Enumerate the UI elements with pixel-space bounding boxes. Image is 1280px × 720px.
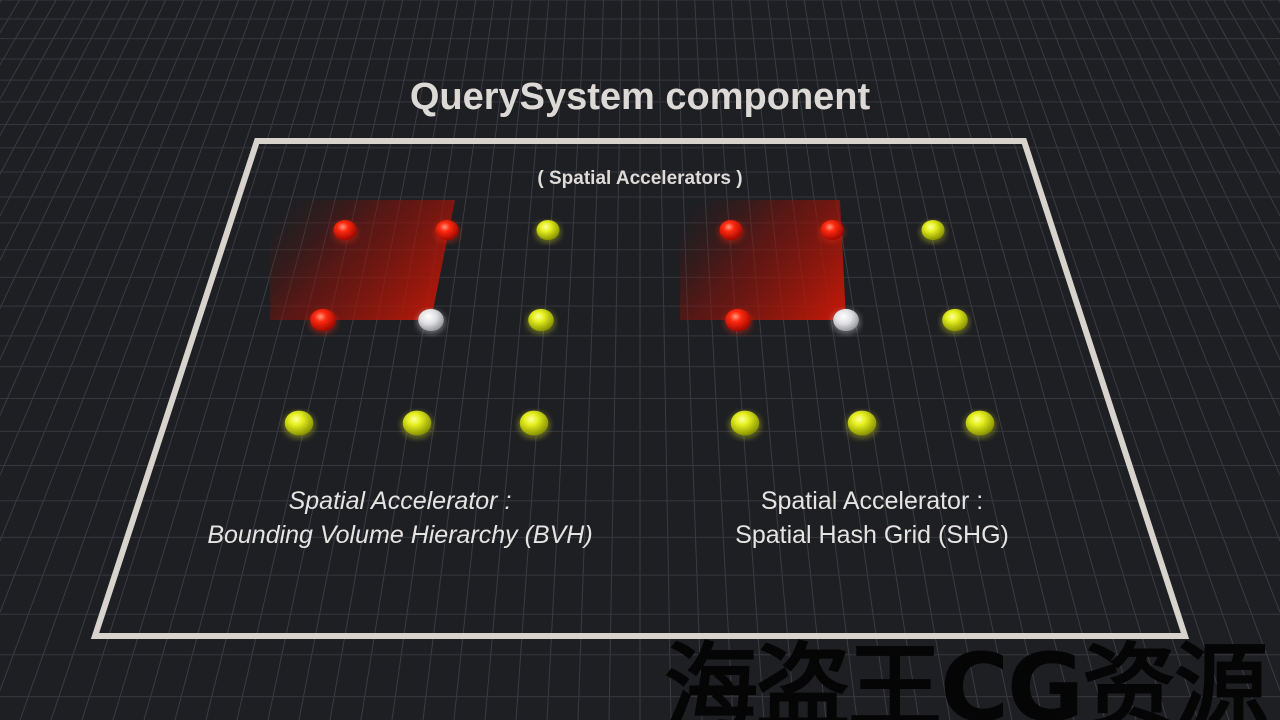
grid-line	[298, 0, 440, 720]
point-sphere-miss	[921, 220, 945, 240]
grid-line	[0, 0, 258, 692]
point-sphere-miss	[284, 410, 314, 436]
point-sphere-miss	[402, 410, 432, 436]
grid-line	[931, 0, 1137, 720]
grid-line	[50, 0, 294, 720]
grid-line	[767, 0, 858, 720]
point-sphere-miss	[536, 220, 560, 240]
point-sphere-hit	[435, 220, 459, 240]
grid-line	[19, 0, 276, 720]
point-sphere-hit	[719, 220, 743, 240]
grid-line	[1022, 0, 1280, 692]
point-sphere-miss	[965, 410, 995, 436]
page-title: QuerySystem component	[409, 76, 871, 118]
grid-line	[174, 0, 367, 720]
grid-line	[748, 0, 827, 720]
grid-line	[391, 0, 495, 720]
grid-line	[0, 0, 221, 543]
grid-line	[577, 0, 605, 720]
grid-line	[81, 0, 313, 720]
grid-line	[657, 0, 672, 720]
bvh-label-line1: Spatial Accelerator :	[288, 487, 512, 515]
grid-line	[422, 0, 513, 720]
bvh-label-line2: Bounding Volume Hierarchy (BVH)	[207, 521, 593, 549]
query-system-frame	[90, 138, 1190, 639]
grid-line	[1059, 0, 1280, 543]
grid-line	[1004, 0, 1261, 720]
point-sphere-hit	[725, 308, 751, 332]
point-sphere-miss	[528, 308, 554, 332]
point-sphere-miss	[519, 410, 549, 436]
point-sphere-hit	[310, 308, 336, 332]
grid-line	[821, 0, 951, 720]
point-sphere-hit	[820, 220, 844, 240]
bvh-label: Spatial Accelerator : Bounding Volume Hi…	[150, 484, 650, 552]
query-region-shg	[680, 200, 846, 320]
grid-line	[267, 0, 422, 720]
point-sphere-query	[833, 308, 859, 332]
grid-line	[675, 0, 703, 720]
grid-line	[1077, 0, 1280, 477]
grid-line	[546, 0, 586, 720]
grid-line	[453, 0, 532, 720]
grid-line	[205, 0, 386, 720]
subtitle: ( Spatial Accelerators )	[537, 168, 743, 189]
point-sphere-miss	[730, 410, 760, 436]
grid-line	[329, 0, 459, 720]
grid-line	[986, 0, 1230, 720]
shg-label-line1: Spatial Accelerator :	[760, 487, 984, 515]
grid-line	[0, 0, 240, 614]
grid-line	[608, 0, 623, 720]
grid-line	[913, 0, 1106, 720]
point-sphere-miss	[847, 410, 877, 436]
grid-line	[858, 0, 1013, 720]
point-sphere-query	[418, 308, 444, 332]
grid-line	[949, 0, 1168, 720]
query-region-bvh	[270, 200, 455, 320]
grid-line	[967, 0, 1199, 720]
shg-label: Spatial Accelerator : Spatial Hash Grid …	[632, 484, 1112, 552]
grid-line	[840, 0, 982, 720]
grid-line	[1040, 0, 1280, 614]
grid-line	[484, 0, 550, 720]
point-sphere-hit	[333, 220, 357, 240]
watermark: 海盗王CG资源	[664, 634, 1268, 720]
grid-line	[0, 0, 203, 477]
shg-label-line2: Spatial Hash Grid (SHG)	[735, 521, 1009, 549]
point-sphere-miss	[942, 308, 968, 332]
grid-line	[143, 0, 349, 720]
grid-line	[730, 0, 796, 720]
grid-line	[694, 0, 734, 720]
grid-line	[112, 0, 331, 720]
grid-line	[894, 0, 1075, 720]
